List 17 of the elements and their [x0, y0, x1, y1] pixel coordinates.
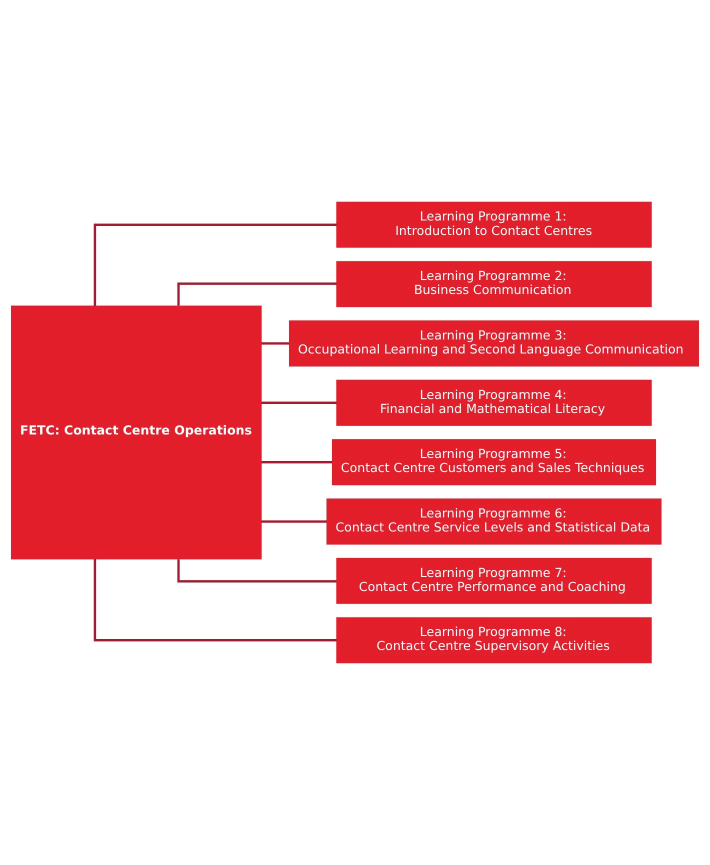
node-box: Learning Programme 4: Financial and Mathematical Literacy	[336, 380, 652, 426]
node-box: Learning Programme 7: Contact Centre Performance and Coaching	[336, 558, 652, 604]
connector	[261, 402, 337, 404]
node-box: Learning Programme 5: Contact Centre Customers and Sales Techniques	[332, 439, 656, 486]
connector	[94, 224, 337, 306]
node-box: Learning Programme 8: Contact Centre Supervisory Activities	[336, 617, 652, 664]
connector	[261, 342, 290, 345]
connector	[177, 559, 336, 582]
node-box: Learning Programme 3: Occupational Learning and Second Language Communication	[289, 320, 699, 366]
node-box: FETC: Contact Centre Operations	[11, 306, 262, 560]
connector	[177, 282, 336, 306]
connector	[94, 559, 337, 642]
connector	[261, 520, 327, 523]
node-box: Learning Programme 2: Business Communication	[336, 261, 652, 308]
node-box: Learning Programme 6: Contact Centre Service Levels and Statistical Data	[326, 498, 662, 545]
node-box: Learning Programme 1: Introduction to Contact Centres	[336, 202, 652, 248]
connector	[261, 461, 332, 464]
